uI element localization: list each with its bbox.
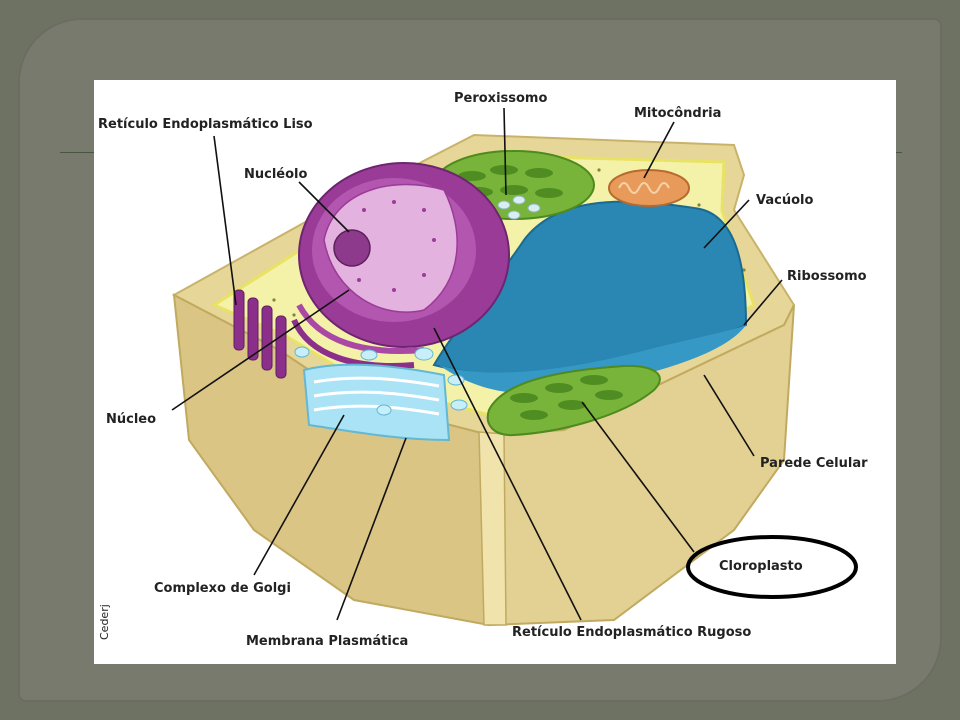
rough-er xyxy=(291,303,425,369)
smooth-er xyxy=(233,289,287,379)
cell-wall-edge xyxy=(478,431,507,626)
label-membrana-plasmatica: Membrana Plasmática xyxy=(246,634,408,649)
label-reticulo-liso: Retículo Endoplasmático Liso xyxy=(98,117,313,132)
chloroplast-bottom xyxy=(486,364,661,437)
nucleus xyxy=(298,162,510,348)
mitochondria xyxy=(608,169,690,207)
label-reticulo-rugoso: Retículo Endoplasmático Rugoso xyxy=(512,625,751,640)
leader-lines xyxy=(171,107,783,621)
golgi-vesicles xyxy=(294,346,468,416)
plant-cell-diagram: Retículo Endoplasmático Liso Peroxissomo… xyxy=(98,91,868,649)
label-vacuolo: Vacúolo xyxy=(756,193,813,208)
label-cloroplasto: Cloroplasto xyxy=(719,559,803,574)
label-nucleo: Núcleo xyxy=(106,412,156,427)
diagram-canvas: Retículo Endoplasmático Liso Peroxissomo… xyxy=(94,80,896,664)
label-parede-celular: Parede Celular xyxy=(760,456,868,471)
label-nucleolo: Nucléolo xyxy=(244,167,308,182)
credit-text: Cederj xyxy=(98,604,111,640)
label-peroxissomo: Peroxissomo xyxy=(454,91,547,106)
label-mitocondria: Mitocôndria xyxy=(634,106,721,121)
nucleolus xyxy=(333,229,371,267)
highlight-ellipse xyxy=(686,535,858,599)
label-ribossomo: Ribossomo xyxy=(787,269,867,284)
vacuole-lower-lobe xyxy=(439,325,746,394)
label-complexo-golgi: Complexo de Golgi xyxy=(154,581,291,596)
peroxisomes xyxy=(497,195,541,220)
